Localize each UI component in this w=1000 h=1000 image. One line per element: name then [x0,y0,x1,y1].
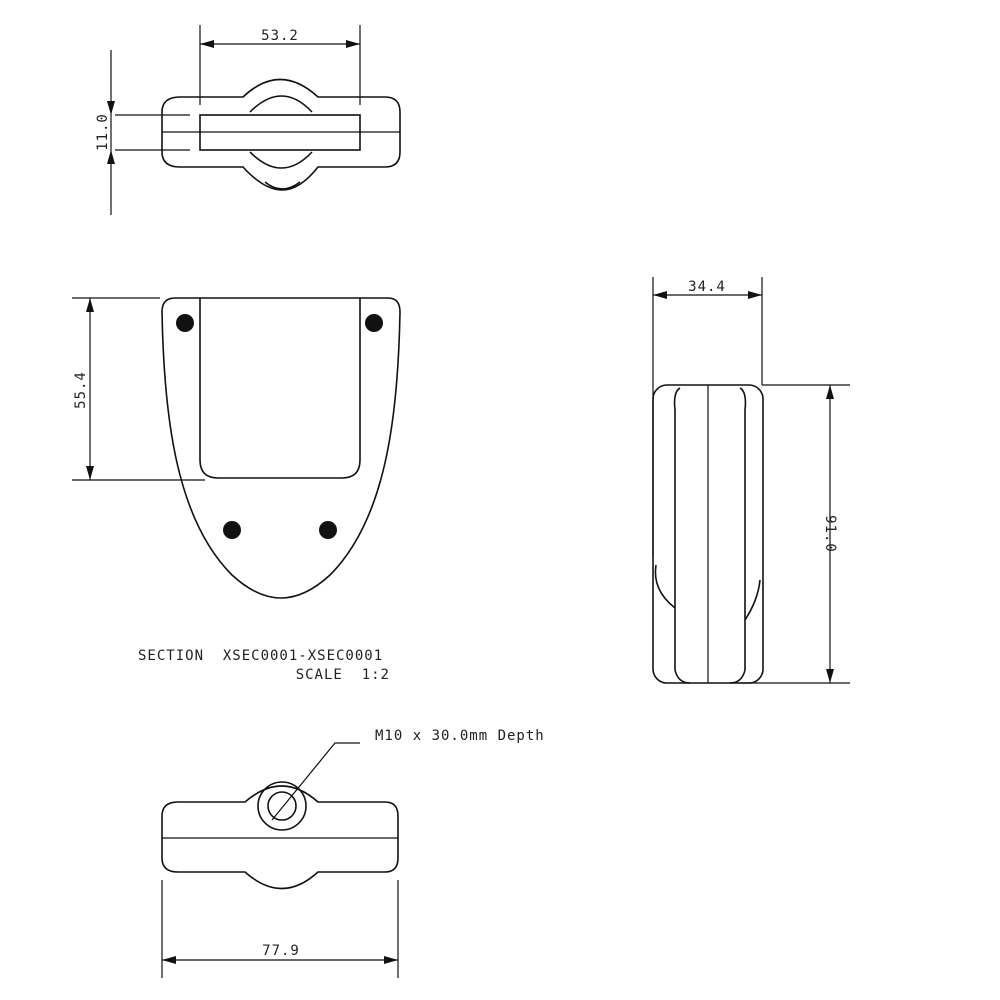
dim-91-0: 91.0 [822,515,838,553]
dim-11-0: 11.0 [95,113,111,151]
dim-34-4: 34.4 [688,279,726,295]
side-view: 34.4 91.0 [652,277,850,684]
mount-hole [319,521,337,539]
dim-53-2: 53.2 [261,28,299,44]
thread-boss [257,781,307,831]
thread-note: M10 x 30.0mm Depth [375,728,545,744]
mount-hole [176,314,194,332]
front-section-view: 55.4 SECTION XSEC0001-XSEC0001 SCALE 1:2 [72,297,401,683]
bottom-view: M10 x 30.0mm Depth 77.9 [161,728,545,978]
dim-55-4: 55.4 [73,371,89,409]
scale-label: SCALE 1:2 [296,667,390,683]
top-view: 53.2 11.0 [95,25,401,215]
section-label: SECTION XSEC0001-XSEC0001 [138,648,383,664]
dim-77-9: 77.9 [262,943,300,959]
threaded-hole [267,791,297,821]
mount-hole [223,521,241,539]
mount-hole [365,314,383,332]
